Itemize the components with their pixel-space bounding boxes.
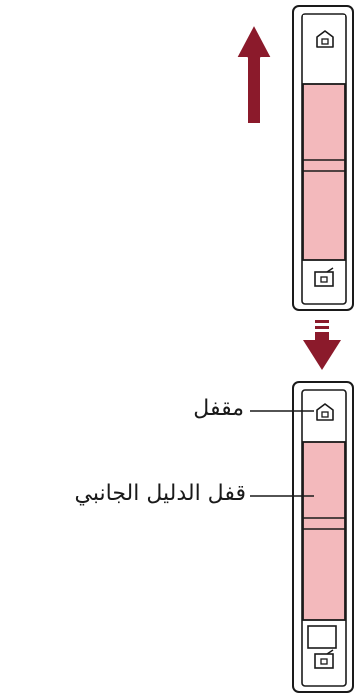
side-guide-lock-label: قفل الدليل الجانبي bbox=[74, 481, 246, 506]
locked-label: مقفل bbox=[193, 396, 244, 421]
arrow-down-icon bbox=[303, 320, 341, 370]
bottom-slider bbox=[302, 441, 346, 621]
bottom-open-slot bbox=[307, 625, 337, 649]
arrow-up-icon bbox=[235, 23, 273, 125]
lock-open-icon bbox=[314, 267, 334, 287]
bottom-panel bbox=[250, 381, 354, 693]
top-lock-slot bbox=[303, 15, 345, 83]
lock-closed-icon bbox=[316, 403, 334, 421]
lock-closed-icon bbox=[316, 30, 334, 48]
lock-open-icon bbox=[314, 649, 334, 669]
top-slider bbox=[302, 83, 346, 261]
top-panel bbox=[235, 5, 354, 311]
